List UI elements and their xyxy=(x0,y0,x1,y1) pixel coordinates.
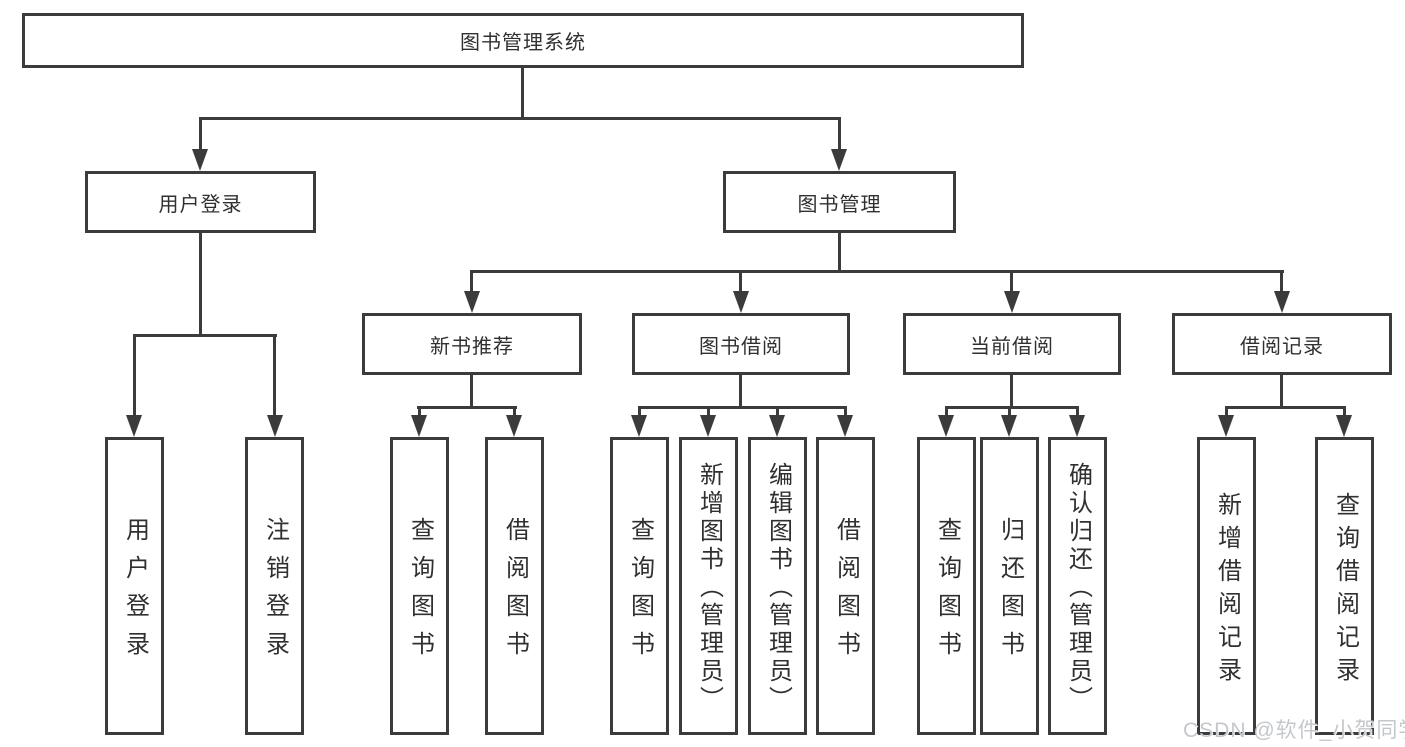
connector-line xyxy=(945,406,948,417)
connector-line xyxy=(513,406,516,417)
connector-line xyxy=(838,117,841,151)
connector-arrowhead-icon xyxy=(1001,415,1017,437)
connector-arrowhead-icon xyxy=(769,415,785,437)
node-label: 借阅图书 xyxy=(501,517,529,669)
connector-line xyxy=(418,406,421,417)
node-label: 当前借阅 xyxy=(970,335,1054,358)
node-label: 注销登录 xyxy=(261,517,289,669)
connector-arrowhead-icon xyxy=(700,415,716,437)
connector-line xyxy=(1076,406,1079,417)
connector-line xyxy=(1008,406,1011,417)
node-label: 借阅图书 xyxy=(832,517,860,669)
connector-line xyxy=(470,375,473,408)
csdn-watermark: CSDN @软件_小贺同学 xyxy=(1183,719,1405,742)
node-label: 查询图书 xyxy=(933,517,961,669)
connector-line xyxy=(1225,406,1346,409)
connector-line xyxy=(638,406,847,409)
connector-line xyxy=(1280,375,1283,408)
connector-line xyxy=(199,117,841,120)
node-label: 编辑图书（管理员） xyxy=(764,462,792,714)
connector-arrowhead-icon xyxy=(192,149,208,171)
connector-arrowhead-icon xyxy=(1218,415,1234,437)
connector-arrowhead-icon xyxy=(464,291,480,313)
node-book-management-branch: 图书管理 xyxy=(723,171,956,233)
connector-arrowhead-icon xyxy=(631,415,647,437)
connector-arrowhead-icon xyxy=(831,149,847,171)
node-label: 用户登录 xyxy=(158,193,243,216)
connector-arrowhead-icon xyxy=(126,415,142,437)
connector-line xyxy=(133,334,277,337)
node-borrowing-records: 借阅记录 xyxy=(1172,313,1392,375)
connector-line xyxy=(1010,375,1013,408)
connector-arrowhead-icon xyxy=(1069,415,1085,437)
node-label: 图书管理 xyxy=(797,193,882,216)
connector-line xyxy=(945,406,1079,409)
node-user-login-branch: 用户登录 xyxy=(85,171,316,233)
connector-arrowhead-icon xyxy=(267,415,283,437)
connector-line xyxy=(417,406,517,409)
connector-line xyxy=(521,68,524,119)
node-leaf-logout: 注销登录 xyxy=(245,437,304,735)
node-leaf-borrow-books: 借阅图书 xyxy=(485,437,544,735)
node-leaf-query-books: 查询图书 xyxy=(917,437,976,735)
connector-line xyxy=(776,406,779,417)
connector-line xyxy=(1010,270,1013,293)
node-label: 图书借阅 xyxy=(699,335,783,358)
node-leaf-add-borrow-record: 新增借阅记录 xyxy=(1197,437,1256,735)
connector-arrowhead-icon xyxy=(1004,291,1020,313)
connector-line xyxy=(638,406,641,417)
node-label: 归还图书 xyxy=(996,517,1024,669)
node-label: 借阅记录 xyxy=(1240,335,1324,358)
connector-arrowhead-icon xyxy=(837,415,853,437)
connector-line xyxy=(739,375,742,408)
node-leaf-query-books: 查询图书 xyxy=(610,437,669,735)
node-book-borrowing: 图书借阅 xyxy=(632,313,850,375)
node-label: 查询图书 xyxy=(406,517,434,669)
connector-line xyxy=(470,270,1284,273)
node-leaf-query-books: 查询图书 xyxy=(390,437,449,735)
node-label: 用户登录 xyxy=(121,517,149,669)
connector-arrowhead-icon xyxy=(733,291,749,313)
node-label: 新书推荐 xyxy=(430,335,514,358)
connector-line xyxy=(199,233,202,336)
node-leaf-add-books-admin: 新增图书（管理员） xyxy=(679,437,738,735)
connector-line xyxy=(1280,270,1283,293)
node-current-borrowing: 当前借阅 xyxy=(903,313,1121,375)
connector-line xyxy=(1225,406,1228,417)
connector-arrowhead-icon xyxy=(1336,415,1352,437)
node-label: 确认归还（管理员） xyxy=(1064,462,1092,714)
node-leaf-confirm-return-admin: 确认归还（管理员） xyxy=(1048,437,1107,735)
node-leaf-return-books: 归还图书 xyxy=(980,437,1039,735)
connector-arrowhead-icon xyxy=(411,415,427,437)
node-label: 图书管理系统 xyxy=(460,32,586,54)
node-new-book-recommend: 新书推荐 xyxy=(362,313,582,375)
node-library-management-system: 图书管理系统 xyxy=(22,13,1024,68)
node-leaf-borrow-books: 借阅图书 xyxy=(816,437,875,735)
node-leaf-query-borrow-record: 查询借阅记录 xyxy=(1315,437,1374,735)
connector-arrowhead-icon xyxy=(938,415,954,437)
connector-line xyxy=(470,270,473,293)
node-leaf-edit-books-admin: 编辑图书（管理员） xyxy=(748,437,807,735)
node-label: 新增借阅记录 xyxy=(1213,491,1241,690)
connector-line xyxy=(838,233,841,272)
node-leaf-user-login: 用户登录 xyxy=(105,437,164,735)
connector-line xyxy=(199,117,202,151)
connector-line xyxy=(739,270,742,293)
connector-line xyxy=(273,334,276,417)
connector-line xyxy=(1343,406,1346,417)
node-label: 查询图书 xyxy=(626,517,654,669)
connector-line xyxy=(707,406,710,417)
connector-line xyxy=(844,406,847,417)
connector-line xyxy=(133,334,136,417)
node-label: 新增图书（管理员） xyxy=(695,462,723,714)
node-label: 查询借阅记录 xyxy=(1331,491,1359,690)
connector-arrowhead-icon xyxy=(506,415,522,437)
connector-arrowhead-icon xyxy=(1274,291,1290,313)
